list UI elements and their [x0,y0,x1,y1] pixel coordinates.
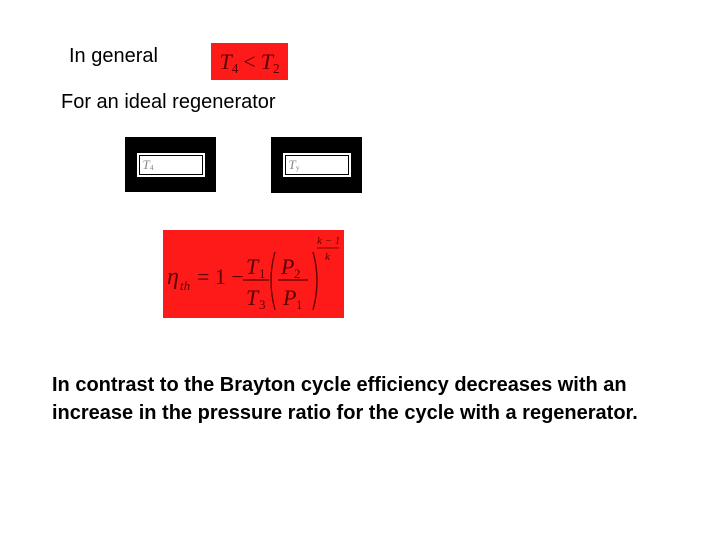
efficiency-equation: η th = 1 − T 1 T 3 P 2 P 1 k − 1 k [167,235,340,312]
equals-one-minus: = 1 − [197,264,244,289]
ideal-regenerator-label: For an ideal regenerator [61,91,276,113]
inequality-operator: < [243,48,256,74]
right-paren [312,251,318,311]
p-denominator-sub: 1 [296,297,303,312]
efficiency-equation-box: η th = 1 − T 1 T 3 P 2 P 1 k − 1 k [163,230,344,318]
t-denominator-sub: 3 [259,297,266,312]
conclusion-text: In contrast to the Brayton cycle efficie… [52,371,692,427]
inequality-box: T4 < T2 [211,43,288,80]
left-paren [270,251,276,311]
t-denominator: T [246,285,260,310]
p-numerator-sub: 2 [294,266,301,281]
t-numerator-sub: 1 [259,266,266,281]
p-denominator: P [282,285,296,310]
conclusion-line-2: increase in the pressure ratio for the c… [52,402,638,424]
exponent-numerator: k − 1 [317,235,340,247]
eta-symbol: η [167,264,179,290]
p-numerator: P [280,254,294,279]
inequality-right: T2 [260,48,280,77]
in-general-label: In general [69,45,158,67]
inequality-left: T4 [219,48,239,77]
conclusion-line-1: In contrast to the Brayton cycle efficie… [52,374,627,396]
eta-subscript: th [180,278,190,293]
exponent-denominator: k [325,251,331,263]
t-numerator: T [246,254,260,279]
